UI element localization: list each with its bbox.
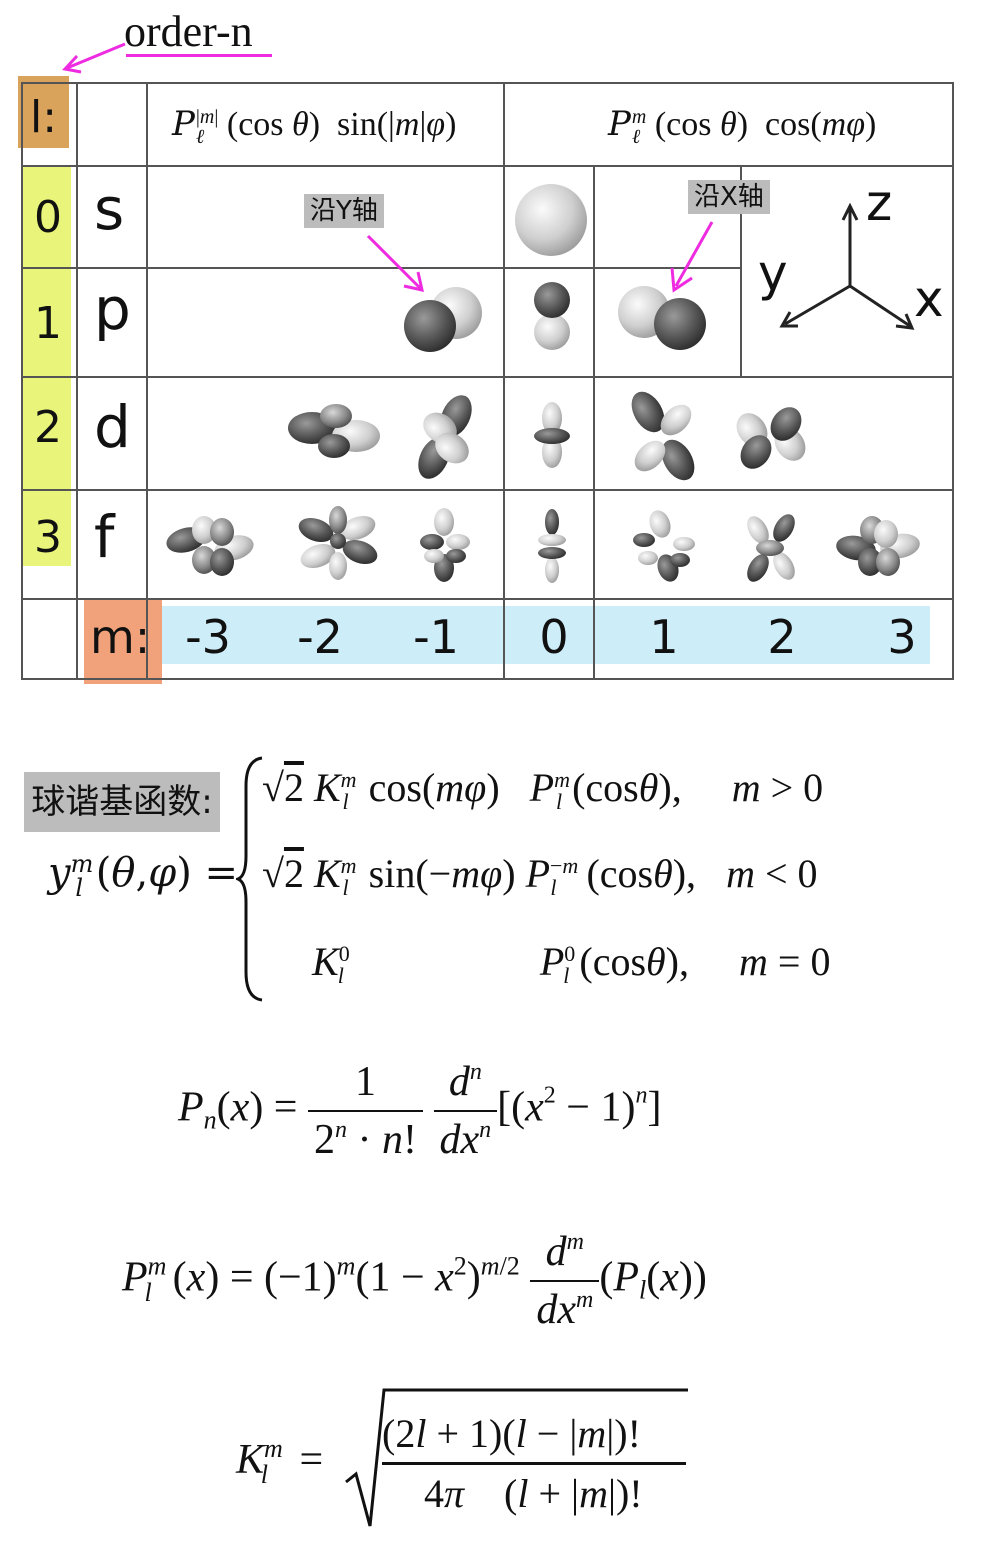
orbital-f-m-neg2 xyxy=(298,506,378,580)
orbital-f-m-neg3 xyxy=(166,516,254,576)
table-line-bottom xyxy=(22,678,954,680)
table-vline-m0-right xyxy=(593,165,595,680)
table-vline-letter xyxy=(146,82,148,680)
m-header: m: xyxy=(90,610,151,664)
row-p-letter: p xyxy=(94,275,131,343)
orbital-f-m0 xyxy=(538,509,566,583)
row-f-l: 3 xyxy=(34,512,62,563)
m-value-neg1: -1 xyxy=(413,610,459,664)
normalization-fraction-bar xyxy=(382,1462,686,1465)
normalization-numerator: (2l + 1)(l − |m|)! xyxy=(382,1411,641,1456)
table-line-s xyxy=(22,267,742,269)
row-s-l: 0 xyxy=(34,192,62,243)
axis-z-label: z xyxy=(866,174,893,232)
axis-x-label: x xyxy=(914,270,944,328)
axis-y-label: y xyxy=(758,244,788,302)
orbital-graphics xyxy=(166,184,920,583)
l-column-bg xyxy=(23,166,71,566)
orbital-d-m-neg1 xyxy=(418,395,472,479)
sh-lhs: yml (θ,φ) = xyxy=(48,850,239,902)
table-line-p xyxy=(22,376,954,378)
table-vline-left xyxy=(21,82,23,680)
callout-arrow-y xyxy=(366,234,424,292)
orbital-d-m2 xyxy=(736,407,806,469)
orbital-f-m-neg1 xyxy=(420,508,470,582)
table-line-top xyxy=(22,82,954,84)
orbital-d-m-neg2 xyxy=(288,404,380,458)
orbital-p-m-neg1 xyxy=(404,287,482,352)
order-n-arrow xyxy=(62,42,126,74)
orbital-d-m1 xyxy=(631,391,695,481)
table-line-f xyxy=(22,598,954,600)
m-value-0: 0 xyxy=(539,610,569,664)
m-value-1: 1 xyxy=(649,610,679,664)
m-header-bg xyxy=(84,600,162,684)
header-formula-sin: P|m|ℓ (cos θ) sin(|m|φ) xyxy=(172,104,457,149)
table-line-d xyxy=(22,489,954,491)
orbital-d-m0 xyxy=(534,402,570,468)
normalization-lhs: Kml = xyxy=(236,1434,324,1489)
l-header: l: xyxy=(30,92,58,143)
orbital-p-m0 xyxy=(534,282,570,350)
table-vline-m0-left xyxy=(503,82,505,680)
sh-basis-label: 球谐基函数: xyxy=(24,772,220,832)
m-value-2: 2 xyxy=(767,610,797,664)
row-p-l: 1 xyxy=(34,298,62,349)
orbital-f-m2 xyxy=(747,514,795,582)
callout-along-y: 沿Y轴 xyxy=(304,194,384,228)
callout-arrow-x xyxy=(670,221,714,293)
sh-case-negative: √2 Kml sin(−mφ) P−ml (cosθ), m < 0 xyxy=(262,851,818,900)
row-d-l: 2 xyxy=(34,402,62,453)
orbital-f-m1 xyxy=(633,510,695,582)
table-line-header xyxy=(22,165,954,167)
order-n-text: order-n xyxy=(124,7,253,56)
order-n-label: order-n xyxy=(124,8,253,56)
orbital-p-m1 xyxy=(618,286,706,350)
row-f-letter: f xyxy=(94,503,115,571)
m-value-neg3: -3 xyxy=(185,610,231,664)
orbital-s-m0 xyxy=(515,184,587,256)
normalization-denominator: 4π (l + |m|)! xyxy=(424,1471,643,1516)
m-row-bg xyxy=(150,606,930,664)
table-vline-right xyxy=(952,82,954,680)
m-value-neg2: -2 xyxy=(297,610,343,664)
sh-brace xyxy=(236,756,263,1002)
row-d-letter: d xyxy=(94,393,131,461)
row-s-letter: s xyxy=(94,175,125,243)
sh-case-positive: √2 Kml cos(mφ) Pml (cosθ), m > 0 xyxy=(262,765,824,814)
l-header-bg xyxy=(18,76,69,148)
callout-along-x: 沿X轴 xyxy=(688,180,770,214)
table-vline-l xyxy=(76,82,78,680)
order-n-underline xyxy=(126,54,272,57)
orbital-f-m3 xyxy=(836,516,920,576)
coordinate-axes xyxy=(779,202,915,330)
table-vline-axes xyxy=(740,165,742,377)
m-value-3: 3 xyxy=(887,610,917,664)
normalization-radical xyxy=(345,1388,688,1527)
